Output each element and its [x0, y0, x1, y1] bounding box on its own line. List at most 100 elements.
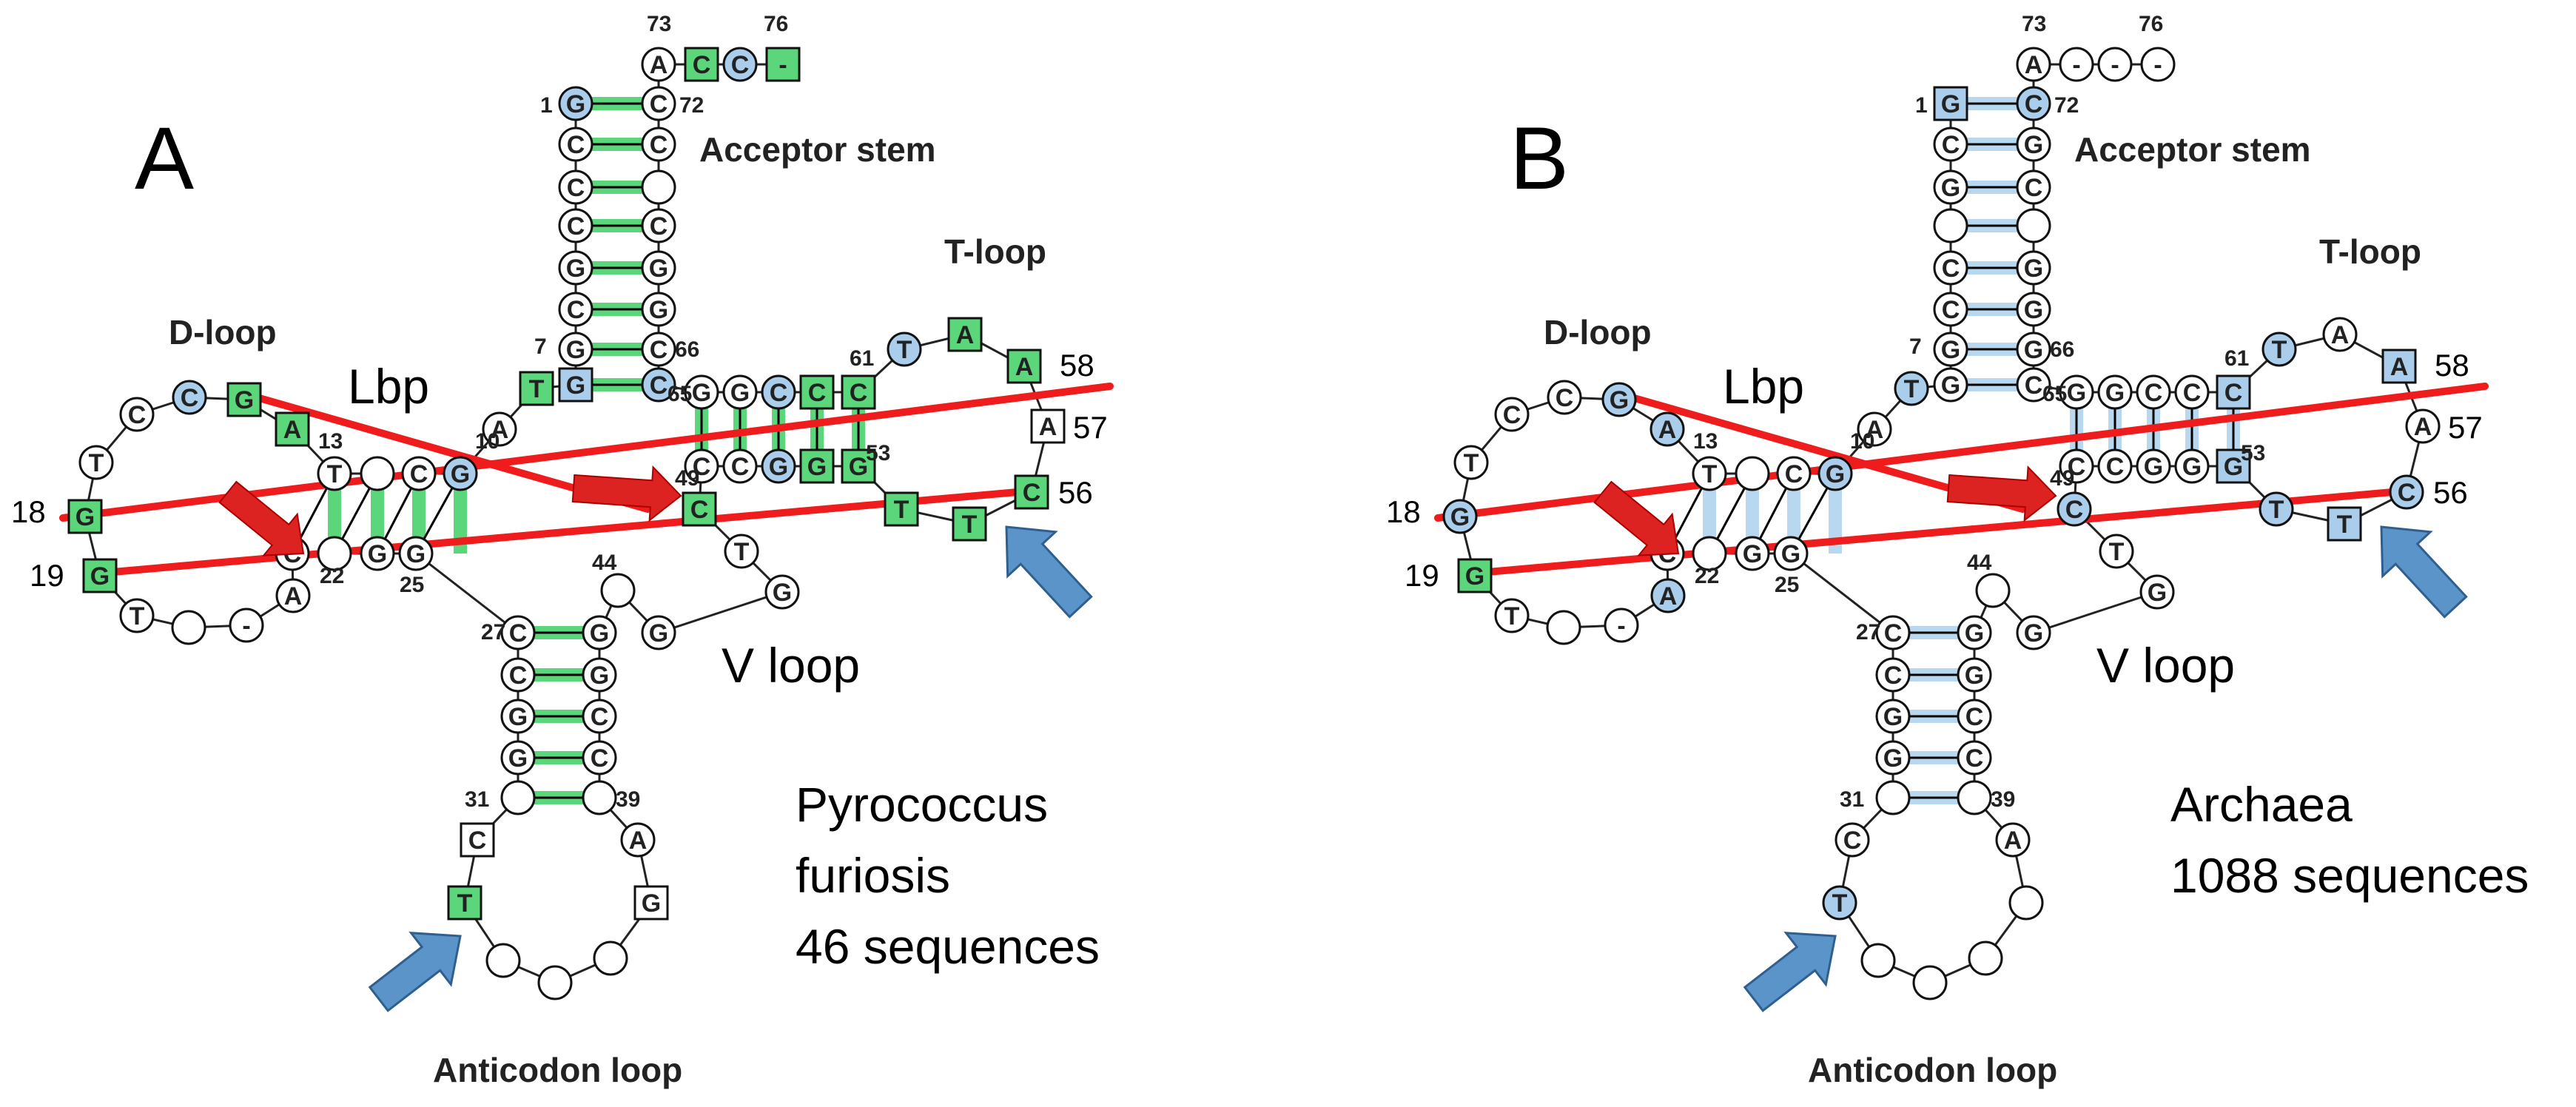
nucleotide-s2: C: [558, 127, 593, 162]
position-number: 39: [1991, 787, 2015, 812]
nucleotide-letter: C: [410, 460, 428, 488]
nucleotide-letter: C: [693, 453, 711, 481]
nucleotide-d25: G: [1773, 536, 1809, 571]
nucleotide-letter: T: [1702, 460, 1718, 488]
nucleotide-letter: T: [2109, 538, 2125, 566]
d-loop-label: D-loop: [169, 313, 277, 351]
position-number: 1: [540, 93, 553, 118]
nucleotide-letter: C: [650, 336, 668, 364]
nucleotide-letter: T: [327, 460, 343, 488]
nucleotide-letter: C: [1023, 479, 1041, 507]
nucleotide-l59: A: [947, 317, 983, 352]
nucleotide-s69: C: [641, 208, 676, 243]
nucleotide-s1: G: [558, 86, 593, 121]
position-number: 76: [2139, 12, 2163, 36]
nucleotide-t63: C: [2136, 374, 2171, 410]
nucleotide-letter: C: [2065, 496, 2084, 524]
nucleotide-l59: A: [2322, 317, 2358, 352]
base-pair-band: [371, 474, 384, 554]
nucleotide-letter: C: [2183, 379, 2202, 407]
nucleotide-ac43: G: [1957, 615, 1992, 650]
v-loop-label: V loop: [2096, 638, 2235, 693]
nucleotide-d13: T: [1692, 456, 1727, 491]
position-number: 13: [1693, 429, 1718, 454]
nucleotide-letter: C: [731, 453, 750, 481]
nucleotide-l57: A: [2405, 408, 2441, 444]
nucleotide-letter: C: [2025, 90, 2043, 118]
position-number: 72: [679, 93, 704, 118]
nucleotide-dl15: G: [226, 382, 262, 417]
nucleotide-dl19: G: [82, 558, 118, 593]
nucleotide-letter: C: [128, 401, 147, 429]
nucleotide-letter: G: [1941, 174, 1960, 202]
nucleotide-s72: C: [641, 86, 676, 121]
nucleotide-letter: T: [2272, 336, 2287, 364]
nucleotide-letter: A: [1866, 416, 1884, 444]
nucleotide-s70: C: [2016, 169, 2051, 205]
nucleotide-s66: C: [641, 367, 676, 403]
nucleotide-t62: C: [2174, 374, 2210, 410]
nucleotide-a76: -: [765, 47, 801, 82]
nucleotide-l58: A: [1006, 349, 1042, 384]
blue-arrow-tloop: [1005, 525, 1093, 619]
nucleotide-s4: C: [558, 208, 593, 243]
nucleotide-al36: [1968, 941, 2003, 976]
nucleotide-letter: A: [2331, 321, 2350, 349]
nucleotide-ac30: G: [1875, 740, 1911, 775]
nucleotide-letter: G: [769, 453, 788, 481]
nucleotide-letter: -: [1617, 612, 1625, 640]
position-number: 10: [475, 429, 500, 454]
nucleotide-s67: G: [2016, 292, 2051, 327]
nucleotide-letter: -: [2072, 51, 2080, 79]
nucleotide-letter: C: [650, 90, 668, 118]
nucleotide-l58: A: [2381, 349, 2417, 384]
nucleotide-letter: -: [778, 51, 787, 79]
nucleotide-t53: G: [841, 448, 876, 484]
nucleotide-letter: G: [649, 619, 668, 647]
position-number: 57: [2448, 410, 2483, 445]
position-number: 56: [1058, 475, 1093, 510]
nucleotide-letter: G: [1941, 336, 1960, 364]
nucleotide-letter: G: [1781, 540, 1800, 568]
nucleotide-dl20b: -: [1604, 608, 1639, 643]
nucleotide-s68: G: [2016, 250, 2051, 286]
nucleotide-letter: T: [962, 511, 978, 539]
nucleotide-d10: G: [1817, 456, 1853, 491]
nucleotide-dl20a: [1546, 610, 1581, 645]
position-number: 18: [1386, 494, 1421, 529]
nucleotide-letter: A: [2004, 827, 2022, 855]
nucleotide-v1: T: [724, 534, 759, 569]
nucleotide-d11: C: [401, 456, 437, 491]
nucleotide-dl17b: T: [78, 445, 114, 480]
nucleotide-ac39: [582, 780, 617, 815]
nucleotide-letter: A: [1659, 582, 1678, 610]
position-number: 10: [1850, 429, 1874, 454]
nucleotide-letter: C: [567, 131, 585, 159]
nucleotide-t49: C: [2059, 448, 2094, 484]
nucleotide-t50: C: [2097, 448, 2133, 484]
nucleotide-j8: T: [519, 371, 554, 406]
nucleotide-letter: T: [1504, 602, 1520, 630]
anticodon-loop-label: Anticodon loop: [433, 1051, 682, 1089]
nucleotide-j9: A: [482, 411, 517, 447]
nucleotide-a73: A: [641, 47, 676, 82]
position-number: 25: [400, 573, 424, 597]
position-number: 25: [1775, 573, 1799, 597]
base-pair-band: [1829, 474, 1842, 554]
nucleotide-letter: C: [1843, 827, 1862, 855]
nucleotide-dl18: G: [1442, 499, 1478, 534]
nucleotide-letter: G: [2224, 453, 2243, 481]
nucleotide-s66b: C: [641, 332, 676, 367]
nucleotide-dl16: C: [172, 380, 207, 415]
position-number: 61: [850, 346, 874, 371]
position-number: 66: [2050, 337, 2074, 362]
nucleotide-letter: C: [770, 379, 788, 407]
nucleotide-letter: C: [1942, 296, 1960, 324]
blue-arrow-anticodon: [1743, 932, 1837, 1012]
interaction-red-line: [1467, 488, 2396, 577]
nucleotide-ac29: G: [500, 699, 536, 734]
nucleotide-letter: C: [650, 131, 668, 159]
nucleotide-letter: A: [650, 51, 668, 79]
nucleotide-d12: [360, 456, 395, 491]
